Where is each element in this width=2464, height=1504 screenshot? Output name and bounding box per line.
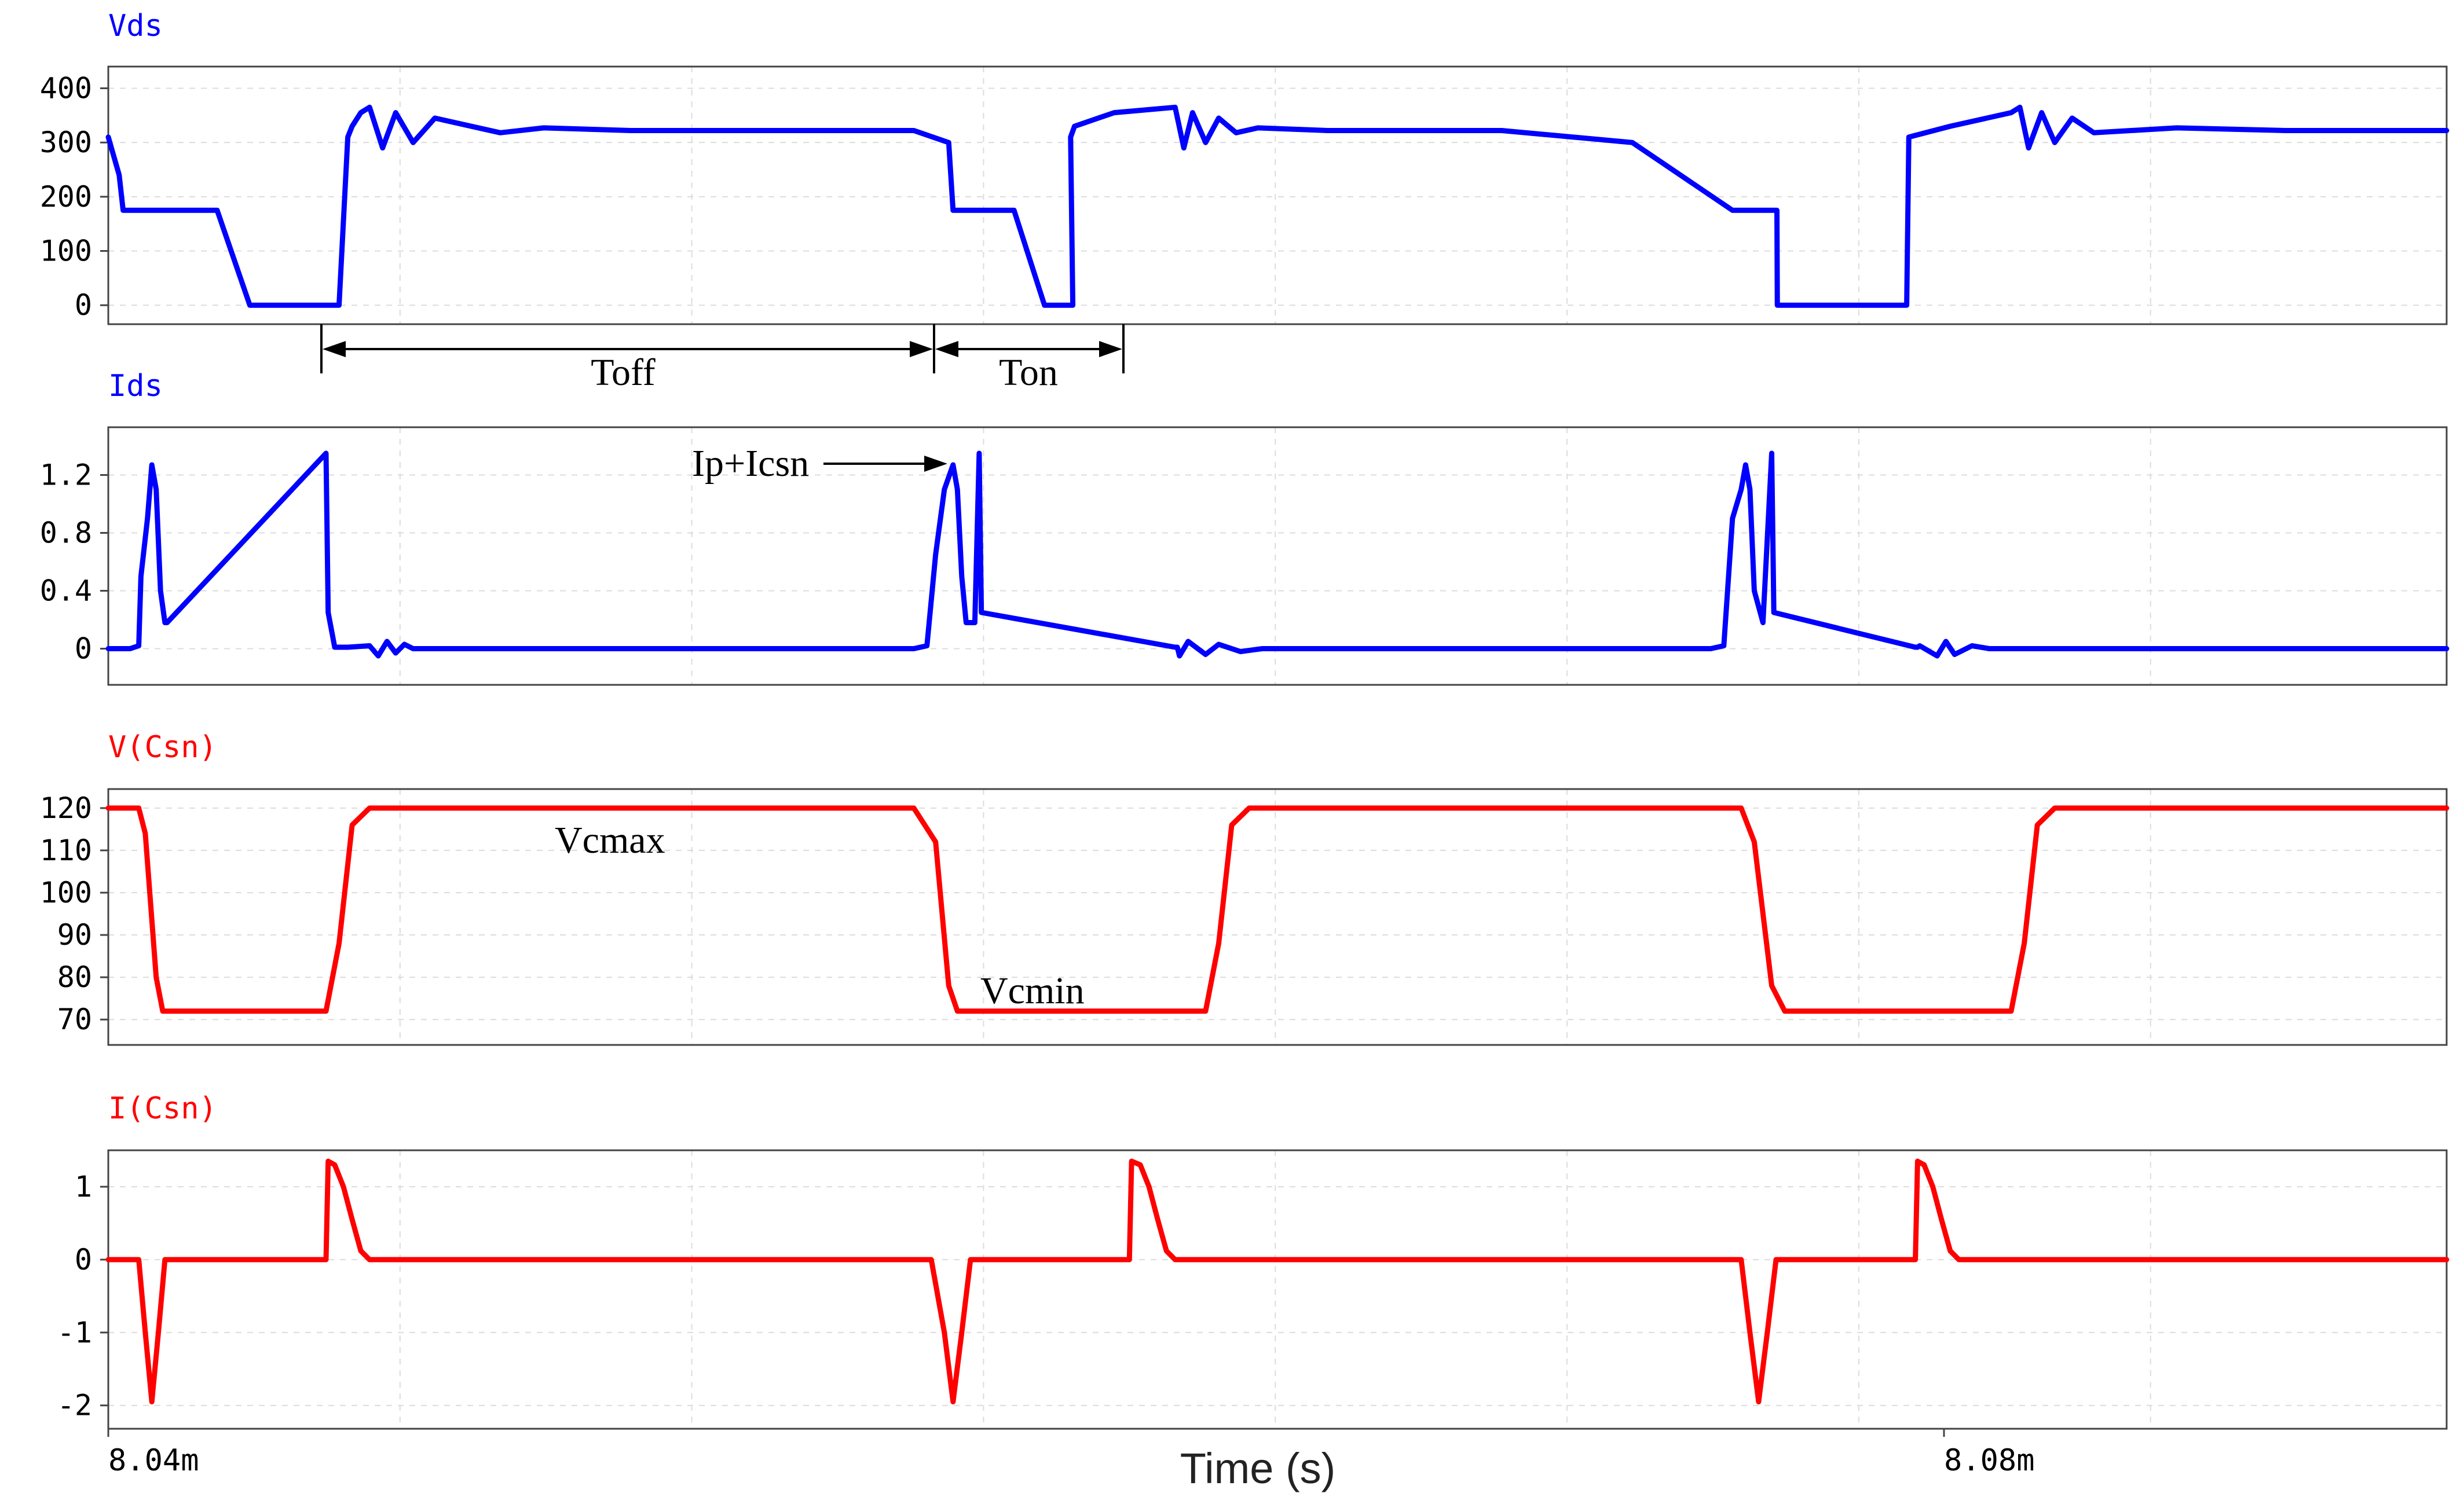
- x-tick-label-8-08m: 8.08m: [1944, 1443, 2035, 1478]
- ip-icsn-arrow: [823, 456, 947, 472]
- y-tick-label: 1: [75, 1170, 92, 1204]
- y-tick-label: 70: [57, 1003, 92, 1036]
- vcmax-label: Vcmax: [555, 819, 665, 861]
- ton-label: Ton: [999, 351, 1058, 394]
- ids-panel-title: Ids: [108, 369, 163, 403]
- y-tick-label: 0.4: [40, 574, 92, 608]
- y-tick-label: -1: [57, 1316, 92, 1349]
- y-tick-label: 80: [57, 960, 92, 994]
- vcsn-panel-title: V(Csn): [108, 730, 217, 765]
- y-tick-label: 120: [40, 791, 92, 825]
- y-tick-label: 0: [75, 1243, 92, 1276]
- series-line: [105, 450, 2450, 659]
- vcmin-label: Vcmin: [980, 970, 1085, 1012]
- toff-label: Toff: [591, 351, 655, 394]
- ids-panel: 0 0.4 0.8 1.2: [40, 426, 2450, 686]
- y-tick-label: 1.2: [40, 458, 92, 492]
- icsn-panel: -2 -1 0 1: [57, 1149, 2450, 1430]
- series-line: [105, 1158, 2450, 1404]
- y-tick-label: 100: [40, 234, 92, 268]
- y-tick-label: 400: [40, 71, 92, 105]
- y-tick-label: 90: [57, 918, 92, 952]
- x-tick-label-8-04m: 8.04m: [108, 1443, 199, 1478]
- y-tick-label: 0: [75, 632, 92, 666]
- vcsn-panel: 70 80 90 100 110 120: [40, 788, 2450, 1046]
- y-tick-label: 0: [75, 288, 92, 322]
- vds-panel-title: Vds: [108, 9, 163, 43]
- vds-panel: 0 100 200 300 400: [40, 65, 2450, 325]
- plot-frame: [107, 65, 2448, 325]
- y-tick-label: 100: [40, 876, 92, 909]
- y-tick-label: 110: [40, 834, 92, 867]
- y-tick-label: 0.8: [40, 516, 92, 550]
- ip-icsn-label: Ip+Icsn: [692, 442, 809, 485]
- toff-ton-dimension-lines: [320, 324, 1125, 373]
- series-line: [105, 104, 2450, 308]
- plot-frame: [107, 788, 2448, 1046]
- plot-frame: [107, 1149, 2448, 1430]
- icsn-panel-title: I(Csn): [108, 1091, 217, 1126]
- y-tick-label: 200: [40, 180, 92, 214]
- series-line: [105, 805, 2450, 1014]
- plot-frame: [107, 426, 2448, 686]
- y-tick-label: -2: [57, 1389, 92, 1422]
- x-axis-label: Time (s): [1180, 1444, 1336, 1492]
- y-tick-label: 300: [40, 126, 92, 159]
